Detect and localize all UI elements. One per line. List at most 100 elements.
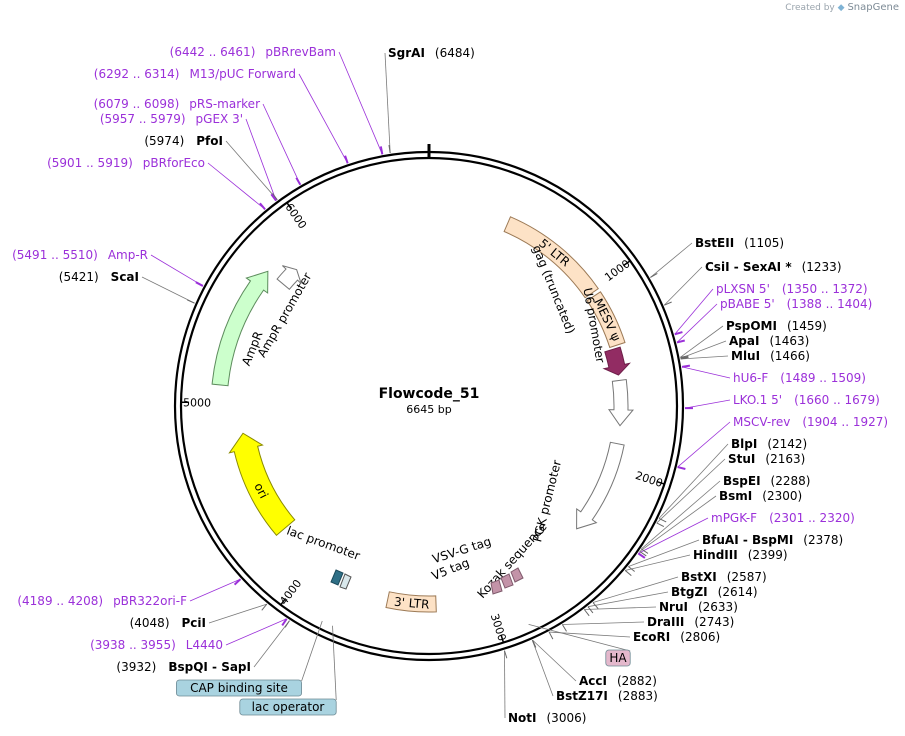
site-label-noti[interactable]: NotI(3006) (508, 711, 586, 725)
credit-brand: SnapGene (847, 2, 899, 13)
feature-name-lac-promoter: lac promoter (285, 524, 362, 563)
site-leader (208, 603, 267, 624)
site-name: BstZ17I (556, 689, 608, 703)
site-coord: (1388 .. 1404) (787, 297, 873, 311)
site-coord: (5957 .. 5979) (100, 112, 186, 126)
site-name: NruI (659, 600, 688, 614)
feature-leader (332, 625, 337, 701)
site-name: ApaI (729, 334, 759, 348)
feature-ori[interactable] (228, 432, 296, 537)
feature-gag-truncated-[interactable] (602, 346, 631, 376)
site-name: pBRrevBam (265, 45, 336, 59)
feature-box[interactable] (605, 649, 631, 667)
site-label-csii-sexai-[interactable]: CsiI - SexAI *(1233) (705, 260, 842, 274)
site-label-prs-marker[interactable]: (6079 .. 6098)pRS-marker (94, 97, 260, 111)
site-mark (680, 356, 689, 359)
site-label-pfoi[interactable]: (5974)PfoI (144, 134, 223, 148)
site-mark (548, 631, 554, 640)
site-coord: (6484) (435, 46, 475, 60)
feature-mesv-[interactable] (586, 291, 626, 349)
site-label-bspei[interactable]: BspEI(2288) (723, 474, 810, 488)
feature-pgk-promoter[interactable] (576, 441, 625, 530)
site-label-m13-puc-forward[interactable]: (6292 .. 6314)M13/pUC Forward (94, 67, 296, 81)
site-label-sgrai[interactable]: SgrAI(6484) (388, 46, 475, 60)
site-leader (664, 266, 703, 306)
site-label-pgex-3-[interactable]: (5957 .. 5979)pGEX 3' (100, 112, 243, 126)
site-label-pbrrevbam[interactable]: (6442 .. 6461) pBRrevBam (170, 45, 336, 59)
site-mark (259, 202, 266, 211)
site-label-mlui[interactable]: MluI(1466) (731, 349, 810, 363)
site-coord: (2743) (694, 615, 734, 629)
site-label-ecori[interactable]: EcoRI(2806) (633, 630, 720, 644)
site-label-pbr322ori-f[interactable]: (4189 .. 4208)pBR322ori-F (17, 594, 187, 608)
site-mark (344, 155, 349, 164)
site-label-scai[interactable]: (5421) ScaI (59, 270, 139, 284)
site-label-hu6-f[interactable]: hU6-F(1489 .. 1509) (733, 371, 866, 385)
site-mark (388, 144, 391, 154)
site-name: ScaI (111, 270, 139, 284)
site-label-btgzi[interactable]: BtgZI(2614) (671, 585, 758, 599)
site-label-acci[interactable]: AccI(2882) (579, 674, 657, 688)
site-name: AccI (579, 674, 607, 688)
site-leader (677, 421, 731, 468)
site-leader (641, 480, 721, 550)
site-label-apai[interactable]: ApaI(1463) (729, 334, 809, 348)
site-label-bsmi[interactable]: BsmI(2300) (719, 489, 802, 503)
site-leader (680, 325, 724, 358)
site-label-pspomi[interactable]: PspOMI(1459) (726, 319, 827, 333)
site-label-pbabe-5-[interactable]: pBABE 5' (1388 .. 1404) (720, 297, 872, 311)
feature-5-ltr[interactable] (503, 216, 599, 299)
site-label-bstz17i[interactable]: BstZ17I(2883) (556, 689, 658, 703)
site-mark (561, 624, 567, 632)
site-coord: (6442 .. 6461) (170, 45, 256, 59)
site-mark (592, 602, 599, 610)
site-label-nrui[interactable]: NruI(2633) (659, 600, 738, 614)
site-label-bstxi[interactable]: BstXI(2587) (681, 570, 767, 584)
site-leader (638, 517, 709, 554)
feature-ampr-promoter[interactable] (276, 265, 302, 290)
site-name: CsiI - SexAI * (705, 260, 792, 274)
site-label-mscv-rev[interactable]: MSCV-rev(1904 .. 1927) (733, 415, 888, 429)
site-leader (658, 443, 729, 519)
site-leader (141, 276, 195, 304)
tick-label-4000: 4000 (277, 577, 304, 607)
feature-box[interactable] (239, 698, 337, 716)
site-name: pBR322ori-F (113, 594, 187, 608)
backbone-circle (173, 144, 685, 662)
site-label-bfuai-bspmi[interactable]: BfuAI - BspMI(2378) (702, 533, 843, 547)
site-label-stui[interactable]: StuI(2163) (728, 452, 805, 466)
site-label-bsteii[interactable]: BstEII(1105) (695, 236, 784, 250)
site-coord: (5421) (59, 270, 99, 284)
site-label-amp-r[interactable]: (5491 .. 5510)Amp-R (12, 248, 148, 262)
site-mark (284, 620, 290, 628)
site-mark (503, 650, 508, 659)
site-label-pbrforeco[interactable]: (5901 .. 5919)pBRforEco (47, 156, 205, 170)
site-label-l4440[interactable]: (3938 .. 3955)L4440 (90, 638, 223, 652)
site-label-plxsn-5-[interactable]: pLXSN 5'(1350 .. 1372) (716, 282, 868, 296)
site-name: PciI (182, 616, 207, 630)
site-mark (650, 273, 658, 278)
feature-ampr[interactable] (211, 270, 269, 387)
site-leader (338, 51, 383, 155)
site-leader (587, 591, 669, 608)
site-label-bspqi-sapi[interactable]: (3932)BspQI - SapI (116, 660, 251, 674)
site-label-pcii[interactable]: (4048)PciI (130, 616, 206, 630)
site-leader (253, 620, 290, 668)
site-label-lko-1-5-[interactable]: LKO.1 5'(1660 .. 1679) (733, 393, 880, 407)
feature-3-ltr[interactable] (385, 591, 437, 613)
site-label-blpi[interactable]: BlpI(2142) (731, 437, 807, 451)
site-coord: (2301 .. 2320) (769, 511, 855, 525)
feature-u6-promoter[interactable] (608, 378, 635, 427)
tick-4000 (280, 597, 287, 606)
site-mark (583, 609, 590, 617)
site-label-mpgk-f[interactable]: mPGK-F(2301 .. 2320) (711, 511, 855, 525)
site-name: pBABE 5' (720, 297, 775, 311)
site-label-draiii[interactable]: DraIII(2743) (647, 615, 734, 629)
site-coord: (5901 .. 5919) (47, 156, 133, 170)
site-name: HindIII (693, 548, 738, 562)
site-label-hindiii[interactable]: HindIII(2399) (693, 548, 788, 562)
site-name: PfoI (196, 134, 223, 148)
feature-box[interactable] (175, 679, 302, 697)
site-coord: (2288) (771, 474, 811, 488)
site-labels: SgrAI(6484) BstEII(1105) CsiI - SexAI *(12… (12, 45, 888, 725)
